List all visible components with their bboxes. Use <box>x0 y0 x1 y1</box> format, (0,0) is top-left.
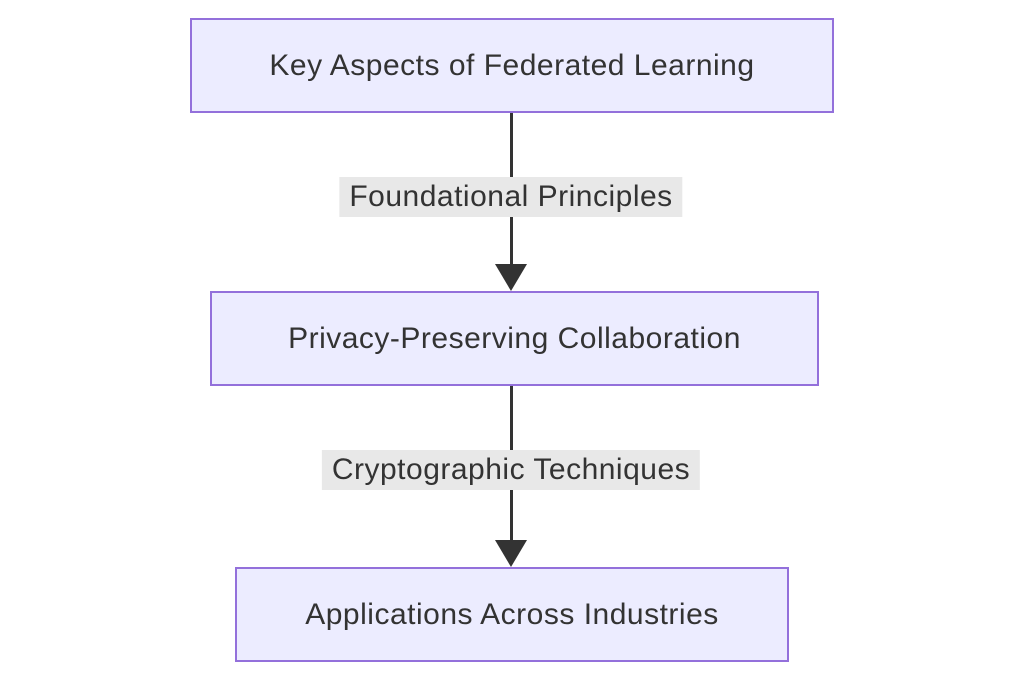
edge-label-cryptographic-techniques: Cryptographic Techniques <box>321 450 701 490</box>
edge-label-foundational-principles: Foundational Principles <box>339 177 683 217</box>
arrowhead-icon <box>495 264 527 291</box>
node-label: Applications Across Industries <box>305 597 719 631</box>
node-label: Key Aspects of Federated Learning <box>269 48 755 82</box>
arrowhead-icon <box>495 540 527 567</box>
node-applications-across-industries: Applications Across Industries <box>235 567 789 662</box>
node-privacy-preserving-collaboration: Privacy-Preserving Collaboration <box>210 291 819 386</box>
node-label: Privacy-Preserving Collaboration <box>288 321 741 355</box>
node-key-aspects-of-federated-learning: Key Aspects of Federated Learning <box>190 18 834 113</box>
